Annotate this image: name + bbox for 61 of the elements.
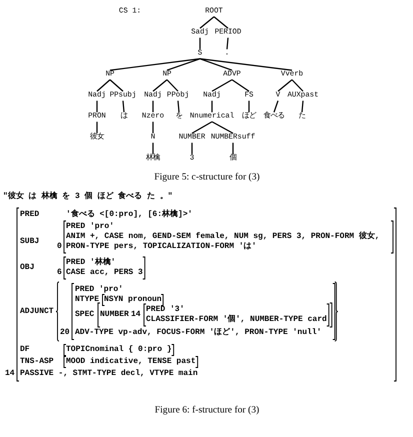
attribute-name: NUMBER — [100, 310, 129, 320]
tree-branch — [232, 142, 234, 154]
tree-branch — [200, 58, 292, 71]
attribute-value: NSYN pronoun — [104, 295, 162, 305]
tree-branch — [166, 58, 200, 71]
tree-branch — [166, 79, 178, 92]
structure-index: 14 — [131, 310, 141, 320]
structure-index: 0 — [57, 242, 62, 252]
tree-branch — [212, 79, 232, 92]
tree-branch — [152, 79, 168, 92]
attribute-value: PRED '林檎' — [66, 258, 116, 268]
attribute-value: CLASSIFIER-FORM '個', NUMBER-TYPE card — [146, 315, 327, 325]
tree-branch — [214, 16, 228, 29]
figure-caption: Figure 6: f-structure for (3) — [154, 404, 260, 416]
tree-branch — [301, 100, 304, 112]
tree-branch — [110, 58, 200, 71]
tree-branch — [122, 100, 125, 112]
tree-branch — [152, 100, 154, 112]
structure-index: 6 — [57, 268, 62, 278]
attribute-value: ANIM +, CASE nom, GEND-SEM female, NUM sg, PERS 3, PRON-FORM 彼女, PRON-TYPE pers, TOPICALIZATION-FORM 'は' — [66, 232, 381, 252]
attribute-name: TNS-ASP — [20, 357, 54, 367]
tree-branch — [278, 79, 292, 92]
attribute-value: MOOD indicative, TENSE past — [66, 357, 196, 367]
attribute-value: PRED 'pro' — [75, 285, 124, 295]
tree-branch — [96, 79, 110, 92]
attribute-name: PRED — [20, 210, 40, 220]
attribute-value: '食べる <[0:pro], [6:林檎]>' — [66, 210, 192, 220]
attribute-name: NTYPE — [75, 295, 100, 305]
tree-branch — [96, 122, 98, 134]
structure-index: 20 — [60, 328, 70, 338]
attribute-name: SPEC — [75, 310, 94, 320]
tree-branch — [232, 79, 250, 92]
attribute-value: PRED '3' — [146, 305, 184, 315]
figure-caption: Figure 5: c-structure for (3) — [154, 171, 260, 183]
tree-branch — [110, 79, 124, 92]
tree-branch — [248, 100, 250, 112]
attribute-value: CASE acc, PERS 3 — [66, 268, 143, 278]
attribute-value: PASSIVE -, STMT-TYPE decl, VTYPE main — [20, 369, 198, 379]
attribute-name: DF — [20, 345, 30, 355]
example-sentence: "彼女 は 林檎 を 3 個 ほど 食べる た 。" — [3, 192, 173, 202]
attribute-name: OBJ — [20, 263, 34, 273]
tree-branch — [273, 100, 279, 112]
tree-branch — [152, 122, 154, 134]
attribute-name: SUBJ — [20, 237, 40, 247]
tree-branch — [226, 38, 229, 50]
tree-branch — [292, 79, 304, 92]
attribute-value: TOPICnominal { 0:pro } — [66, 345, 172, 355]
tree-branch — [200, 58, 232, 71]
tree-branch — [200, 16, 214, 29]
tree-branch — [177, 100, 180, 112]
attribute-value: PRED 'pro' — [66, 222, 114, 232]
tree-branch — [192, 121, 212, 134]
tree-branch — [152, 142, 154, 154]
tree-branch — [199, 38, 201, 50]
tree-branch — [96, 100, 98, 112]
attribute-value: ADV-TYPE vp-adv, FOCUS-FORM 'ほど', PRON-TYPE 'null' — [75, 328, 322, 338]
tree-branch — [211, 100, 213, 112]
tree-branch — [212, 121, 234, 134]
structure-index: 14 — [5, 369, 15, 379]
attribute-name: ADJUNCT — [20, 306, 54, 316]
tree-branch — [191, 142, 193, 154]
